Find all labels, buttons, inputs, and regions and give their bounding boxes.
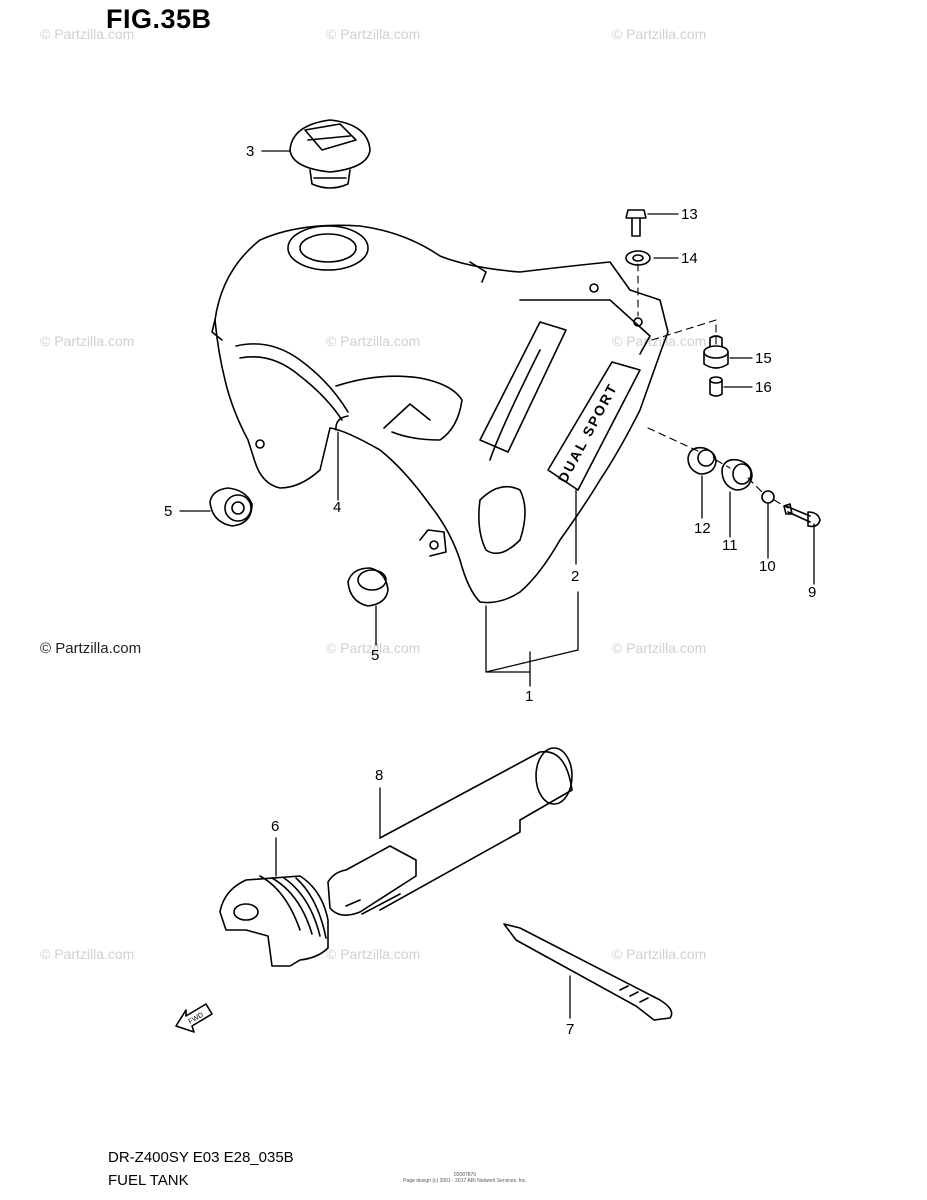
section-name: FUEL TANK (108, 1172, 189, 1189)
callout-9[interactable]: 9 (808, 584, 817, 601)
callout-15[interactable]: 15 (755, 350, 772, 367)
cushion-part (209, 487, 253, 527)
cushion-part (347, 567, 389, 607)
watermark: © Partzilla.com (612, 640, 707, 656)
watermark: © Partzilla.com (40, 333, 135, 349)
callout-10[interactable]: 10 (759, 558, 776, 575)
callout-1[interactable]: 1 (525, 688, 534, 705)
bolt-part (625, 209, 647, 237)
callout-14[interactable]: 14 (681, 250, 698, 267)
model-code: DR-Z400SY E03 E28_035B (108, 1149, 294, 1166)
callout-7[interactable]: 7 (566, 1021, 575, 1038)
clamp-part (219, 875, 329, 967)
collar-part (761, 490, 775, 504)
watermark: © Partzilla.com (40, 26, 135, 42)
watermark: © Partzilla.com (326, 26, 421, 42)
fuel-tank-part (211, 224, 669, 604)
cushion-part (721, 458, 753, 491)
callout-12[interactable]: 12 (694, 520, 711, 537)
watermark: © Partzilla.com (612, 946, 707, 962)
callout-11[interactable]: 11 (722, 537, 738, 554)
assembly-lines (637, 263, 789, 509)
bolt-part (783, 503, 821, 528)
fuel-cap-part (289, 119, 371, 189)
footer-doc-number: 02087870 (453, 1172, 477, 1178)
callout-8[interactable]: 8 (375, 767, 384, 784)
protector-part (327, 747, 573, 916)
hose-part (335, 415, 349, 431)
watermark: © Partzilla.com (612, 26, 707, 42)
callout-2[interactable]: 2 (571, 568, 580, 585)
cushion-part (687, 446, 717, 475)
callout-4[interactable]: 4 (333, 499, 342, 516)
cushion-part (703, 335, 729, 369)
forward-arrow-icon: FWD (175, 1003, 213, 1033)
watermark-primary: © Partzilla.com (40, 640, 142, 657)
watermark: © Partzilla.com (612, 333, 707, 349)
tank-decal-text: DUAL SPORT (555, 380, 621, 485)
callout-16[interactable]: 16 (755, 379, 772, 396)
collar-part (709, 376, 723, 397)
figure-title: FIG.35B (106, 4, 212, 34)
callout-6[interactable]: 6 (271, 818, 280, 835)
strap-part (503, 923, 673, 1021)
callout-5-lower[interactable]: 5 (371, 647, 380, 664)
leader-lines (179, 150, 815, 1019)
footer-credits: 02087870 Page design (c) 2001 - 2017 ARI… (395, 1172, 535, 1184)
callout-13[interactable]: 13 (681, 206, 698, 223)
washer-part (625, 250, 651, 266)
watermark: © Partzilla.com (326, 333, 421, 349)
watermark: © Partzilla.com (40, 946, 135, 962)
footer-copyright: Page design (c) 2001 - 2017 ARI Network … (403, 1178, 527, 1184)
watermark: © Partzilla.com (326, 640, 421, 656)
callout-5-upper[interactable]: 5 (164, 503, 173, 520)
watermark: © Partzilla.com (326, 946, 421, 962)
callout-3[interactable]: 3 (246, 143, 255, 160)
